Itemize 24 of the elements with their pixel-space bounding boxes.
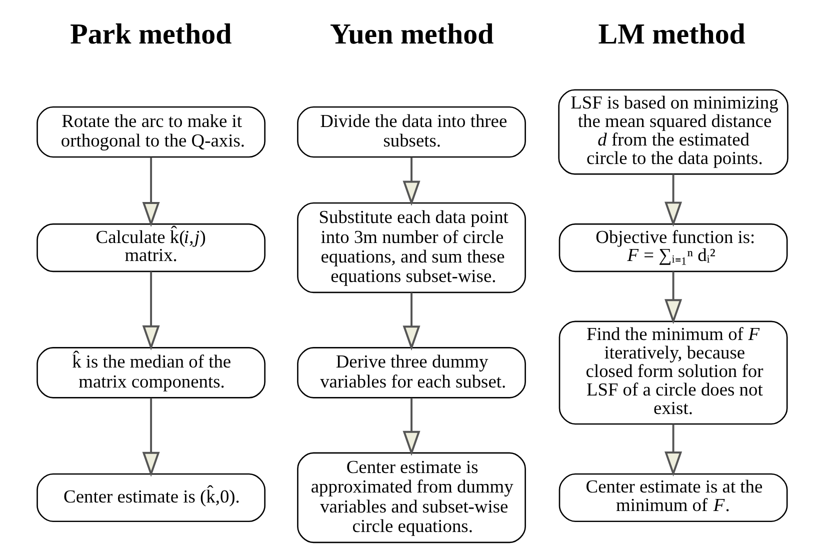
node-box: Objective function is: F = ∑ᵢ₌₁ⁿ dᵢ² — [558, 223, 788, 272]
arrow — [664, 174, 682, 227]
node-box: Rotate the arc to make it orthogonal to the Q-axis. — [36, 106, 265, 158]
arrow — [402, 157, 420, 206]
node-box: Center estimate is at the minimum of F. — [558, 473, 788, 522]
arrow — [664, 272, 682, 324]
node-box: Center estimate is (k̂,0). — [36, 473, 265, 522]
label: Park method — [70, 18, 232, 50]
node-box: Derive three dummy variables for each subset. — [296, 347, 526, 398]
node-box: Center estimate is approximated from dummy variables and subset-wise circle equations. — [296, 452, 526, 544]
label: LM method — [598, 18, 745, 50]
arrow — [142, 157, 160, 227]
node-box: Calculate k̂(i,j) matrix. — [36, 223, 265, 272]
arrow — [142, 272, 160, 350]
arrow — [664, 424, 682, 477]
node-box: Divide the data into three subsets. — [296, 106, 526, 158]
node-box: Find the minimum of F iteratively, because closed form solution for LSF of a circle does not exist. — [558, 320, 788, 425]
node-box: k̂ is the median of the matrix components. — [36, 347, 265, 398]
node-box: LSF is based on minimizing the mean squared distance d from the estimated circle to the data points. — [558, 89, 788, 175]
arrow — [402, 398, 420, 456]
node-box: Substitute each data point into 3m number of circle equations, and sum these equations subset-wise. — [296, 202, 526, 294]
arrow — [402, 292, 420, 351]
arrow — [142, 398, 160, 477]
label: Yuen method — [329, 18, 494, 50]
